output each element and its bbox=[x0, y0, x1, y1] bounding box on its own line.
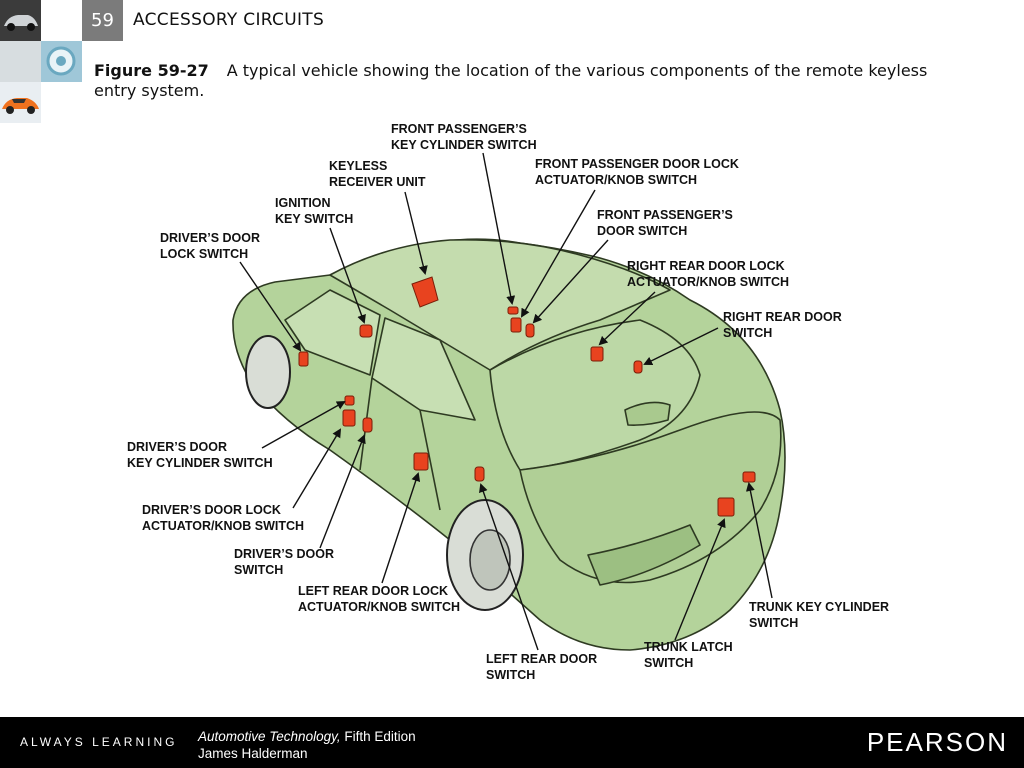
labels: FRONT PASSENGER’S KEY CYLINDER SWITCH KE… bbox=[127, 122, 893, 682]
arrow-front-passenger-door-lock bbox=[520, 189, 596, 318]
keyless-entry-diagram: FRONT PASSENGER’S KEY CYLINDER SWITCH KE… bbox=[127, 122, 893, 682]
label-front-passenger-door-switch: FRONT PASSENGER’S DOOR SWITCH bbox=[597, 208, 736, 238]
label-right-rear-door-switch: RIGHT REAR DOOR SWITCH bbox=[723, 310, 845, 340]
trunk-latch-component bbox=[717, 497, 735, 517]
label-trunk-latch: TRUNK LATCH SWITCH bbox=[644, 640, 736, 670]
drivers-door-key-cylinder-component bbox=[344, 395, 355, 406]
right-rear-door-switch-component bbox=[633, 360, 643, 374]
rear-wheel-hub bbox=[469, 529, 511, 591]
figure-label: Figure 59-27 bbox=[94, 61, 209, 80]
front-passenger-door-switch-component bbox=[525, 323, 535, 338]
arrow-trunk-key-cylinder bbox=[745, 482, 773, 599]
drivers-door-lock-switch-component bbox=[298, 351, 309, 367]
arrow-left-rear-door-switch bbox=[479, 483, 539, 651]
arrow-drivers-door-key-cylinder bbox=[261, 401, 346, 449]
label-drivers-door-key-cylinder: DRIVER’S DOOR KEY CYLINDER SWITCH bbox=[127, 440, 273, 470]
label-ignition-key: IGNITION KEY SWITCH bbox=[275, 196, 353, 226]
car-illustration bbox=[232, 238, 786, 651]
car-thumbnail-image bbox=[0, 0, 41, 41]
sports-car-thumbnail-image bbox=[0, 82, 41, 123]
label-left-rear-door-switch: LEFT REAR DOOR SWITCH bbox=[486, 652, 601, 682]
label-drivers-door-lock-actuator: DRIVER’S DOOR LOCK ACTUATOR/KNOB SWITCH bbox=[142, 503, 304, 533]
footer-bar: ALWAYS LEARNING Automotive Technology, F… bbox=[0, 717, 1024, 768]
book-info: Automotive Technology, Fifth Edition Jam… bbox=[198, 728, 416, 762]
arrow-right-rear-door-lock bbox=[598, 291, 656, 346]
arrow-drivers-door-switch bbox=[319, 434, 366, 549]
keyless-receiver-component bbox=[411, 276, 439, 308]
label-right-rear-door-lock: RIGHT REAR DOOR LOCK ACTUATOR/KNOB SWITC… bbox=[627, 259, 789, 289]
front-passenger-key-cylinder-component bbox=[507, 306, 519, 315]
publisher-logo: PEARSON bbox=[866, 727, 1008, 757]
arrow-drivers-door-lock-switch bbox=[239, 261, 302, 352]
trunk-key-cylinder-component bbox=[742, 471, 756, 483]
thumbnail-strip bbox=[0, 0, 82, 123]
footer-tagline: ALWAYS LEARNING bbox=[20, 735, 178, 749]
arrow-front-passenger-key-cylinder bbox=[482, 152, 516, 305]
label-front-passenger-door-lock: FRONT PASSENGER DOOR LOCK ACTUATOR/KNOB … bbox=[535, 157, 742, 187]
roof-panel bbox=[329, 238, 671, 371]
arrow-ignition-key bbox=[329, 227, 366, 324]
label-trunk-key-cylinder: TRUNK KEY CYLINDER SWITCH bbox=[749, 600, 893, 630]
arrow-front-passenger-door-switch bbox=[532, 239, 609, 324]
side-window-front bbox=[284, 289, 381, 376]
right-rear-door-lock-component bbox=[590, 346, 604, 362]
figure-caption-text: A typical vehicle showing the location o… bbox=[94, 61, 928, 100]
chapter-number-badge: 59 bbox=[82, 0, 123, 41]
label-drivers-door-switch: DRIVER’S DOOR SWITCH bbox=[234, 547, 338, 577]
drivers-door-lock-actuator-component bbox=[342, 409, 356, 427]
arrow-drivers-door-lock-actuator bbox=[292, 428, 342, 509]
left-rear-door-switch-component bbox=[474, 466, 485, 482]
leader-arrows bbox=[239, 152, 773, 651]
book-author: James Halderman bbox=[198, 746, 308, 761]
front-wheel bbox=[245, 335, 291, 409]
trunk-handle bbox=[624, 401, 671, 426]
label-front-passenger-key-cylinder: FRONT PASSENGER’S KEY CYLINDER SWITCH bbox=[391, 122, 537, 152]
label-keyless-receiver: KEYLESS RECEIVER UNIT bbox=[329, 159, 426, 189]
tail-light bbox=[587, 524, 701, 586]
left-rear-door-lock-component bbox=[413, 452, 429, 471]
components bbox=[298, 276, 756, 517]
front-passenger-door-lock-component bbox=[510, 317, 522, 333]
label-left-rear-door-lock: LEFT REAR DOOR LOCK ACTUATOR/KNOB SWITCH bbox=[298, 584, 460, 614]
book-title: Automotive Technology, bbox=[198, 729, 341, 744]
ignition-key-component bbox=[359, 324, 373, 338]
arrow-trunk-latch bbox=[674, 518, 726, 641]
arrow-keyless-receiver bbox=[404, 191, 428, 275]
arrow-right-rear-door-switch bbox=[643, 327, 719, 365]
gear-thumbnail-image bbox=[0, 41, 82, 82]
label-drivers-door-lock-switch: DRIVER’S DOOR LOCK SWITCH bbox=[160, 231, 264, 261]
side-window-rear bbox=[371, 317, 476, 421]
arrow-left-rear-door-lock bbox=[381, 472, 421, 584]
drivers-door-switch-component bbox=[362, 417, 373, 433]
chapter-title: ACCESSORY CIRCUITS bbox=[133, 10, 325, 30]
book-edition: Fifth Edition bbox=[344, 729, 416, 744]
